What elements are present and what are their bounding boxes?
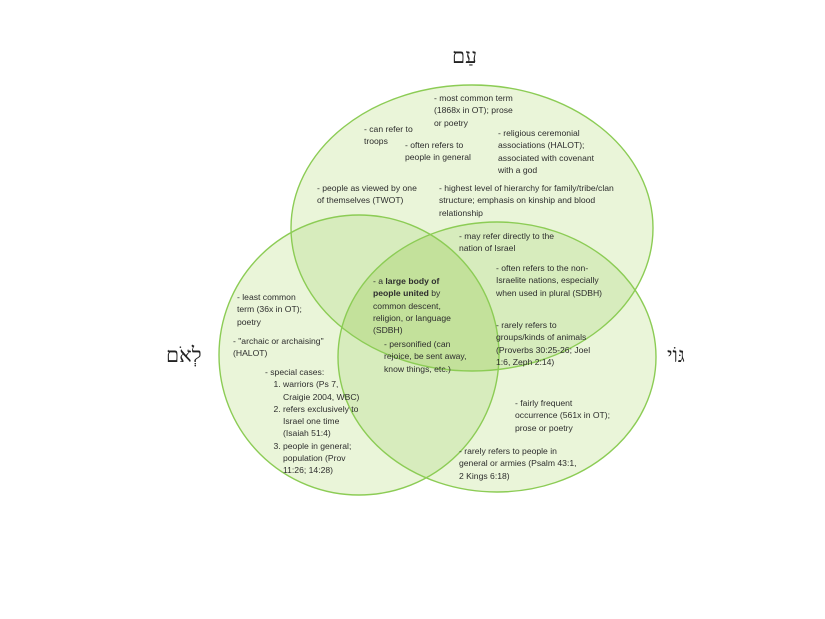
note-goy-rarely-people: - rarely refers to people in general or …: [459, 446, 577, 481]
note-leom-least: - least common term (36x in OT); poetry: [237, 292, 302, 327]
note-am-goy-israel: - may refer directly to the nation of Is…: [459, 231, 555, 254]
note-am-hierarchy: - highest level of hierarchy for family/…: [439, 183, 614, 218]
leom-outline: [218, 214, 500, 496]
special-case-item: warriors (Ps 7, Craigie 2004, WBC): [283, 378, 363, 403]
goy-outline: [337, 221, 657, 493]
note-am-most-common: - most common term (1868x in OT); prose …: [434, 93, 513, 128]
note-center: - a large body of people united by commo…: [373, 276, 451, 336]
special-case-item: refers exclusively to Israel one time (I…: [283, 403, 363, 440]
am-label: עַם: [452, 44, 477, 68]
goy-label: גּוֹי: [667, 343, 685, 367]
note-am-goy-non-israelite: - often refers to the non-Israelite nati…: [496, 263, 603, 298]
am-outline: [290, 84, 654, 372]
note-leom-goy-personified: - personified (can rejoice, be sent away…: [384, 339, 467, 374]
note-am-goy-animals: - rarely refers to groups/kinds of anima…: [496, 320, 591, 367]
note-leom-archaic: - "archaic or archaising" (HALOT): [233, 336, 324, 359]
center-overlap: [338, 222, 499, 371]
note-goy-frequent: - fairly frequent occurrence (561x in OT…: [515, 398, 611, 433]
note-am-troops: - can refer to troops: [364, 124, 413, 147]
special-cases-list: warriors (Ps 7, Craigie 2004, WBC) refer…: [265, 378, 363, 476]
note-leom-special-cases: - special cases: warriors (Ps 7, Craigie…: [265, 366, 363, 477]
leom-label: לְאֹם: [166, 343, 202, 367]
special-case-item: people in general; population (Prov 11:2…: [283, 440, 363, 477]
note-am-people-general: - often refers to people in general: [405, 140, 471, 163]
note-am-religious: - religious ceremonial associations (HAL…: [498, 128, 595, 175]
note-am-viewed: - people as viewed by one of themselves …: [317, 183, 417, 206]
